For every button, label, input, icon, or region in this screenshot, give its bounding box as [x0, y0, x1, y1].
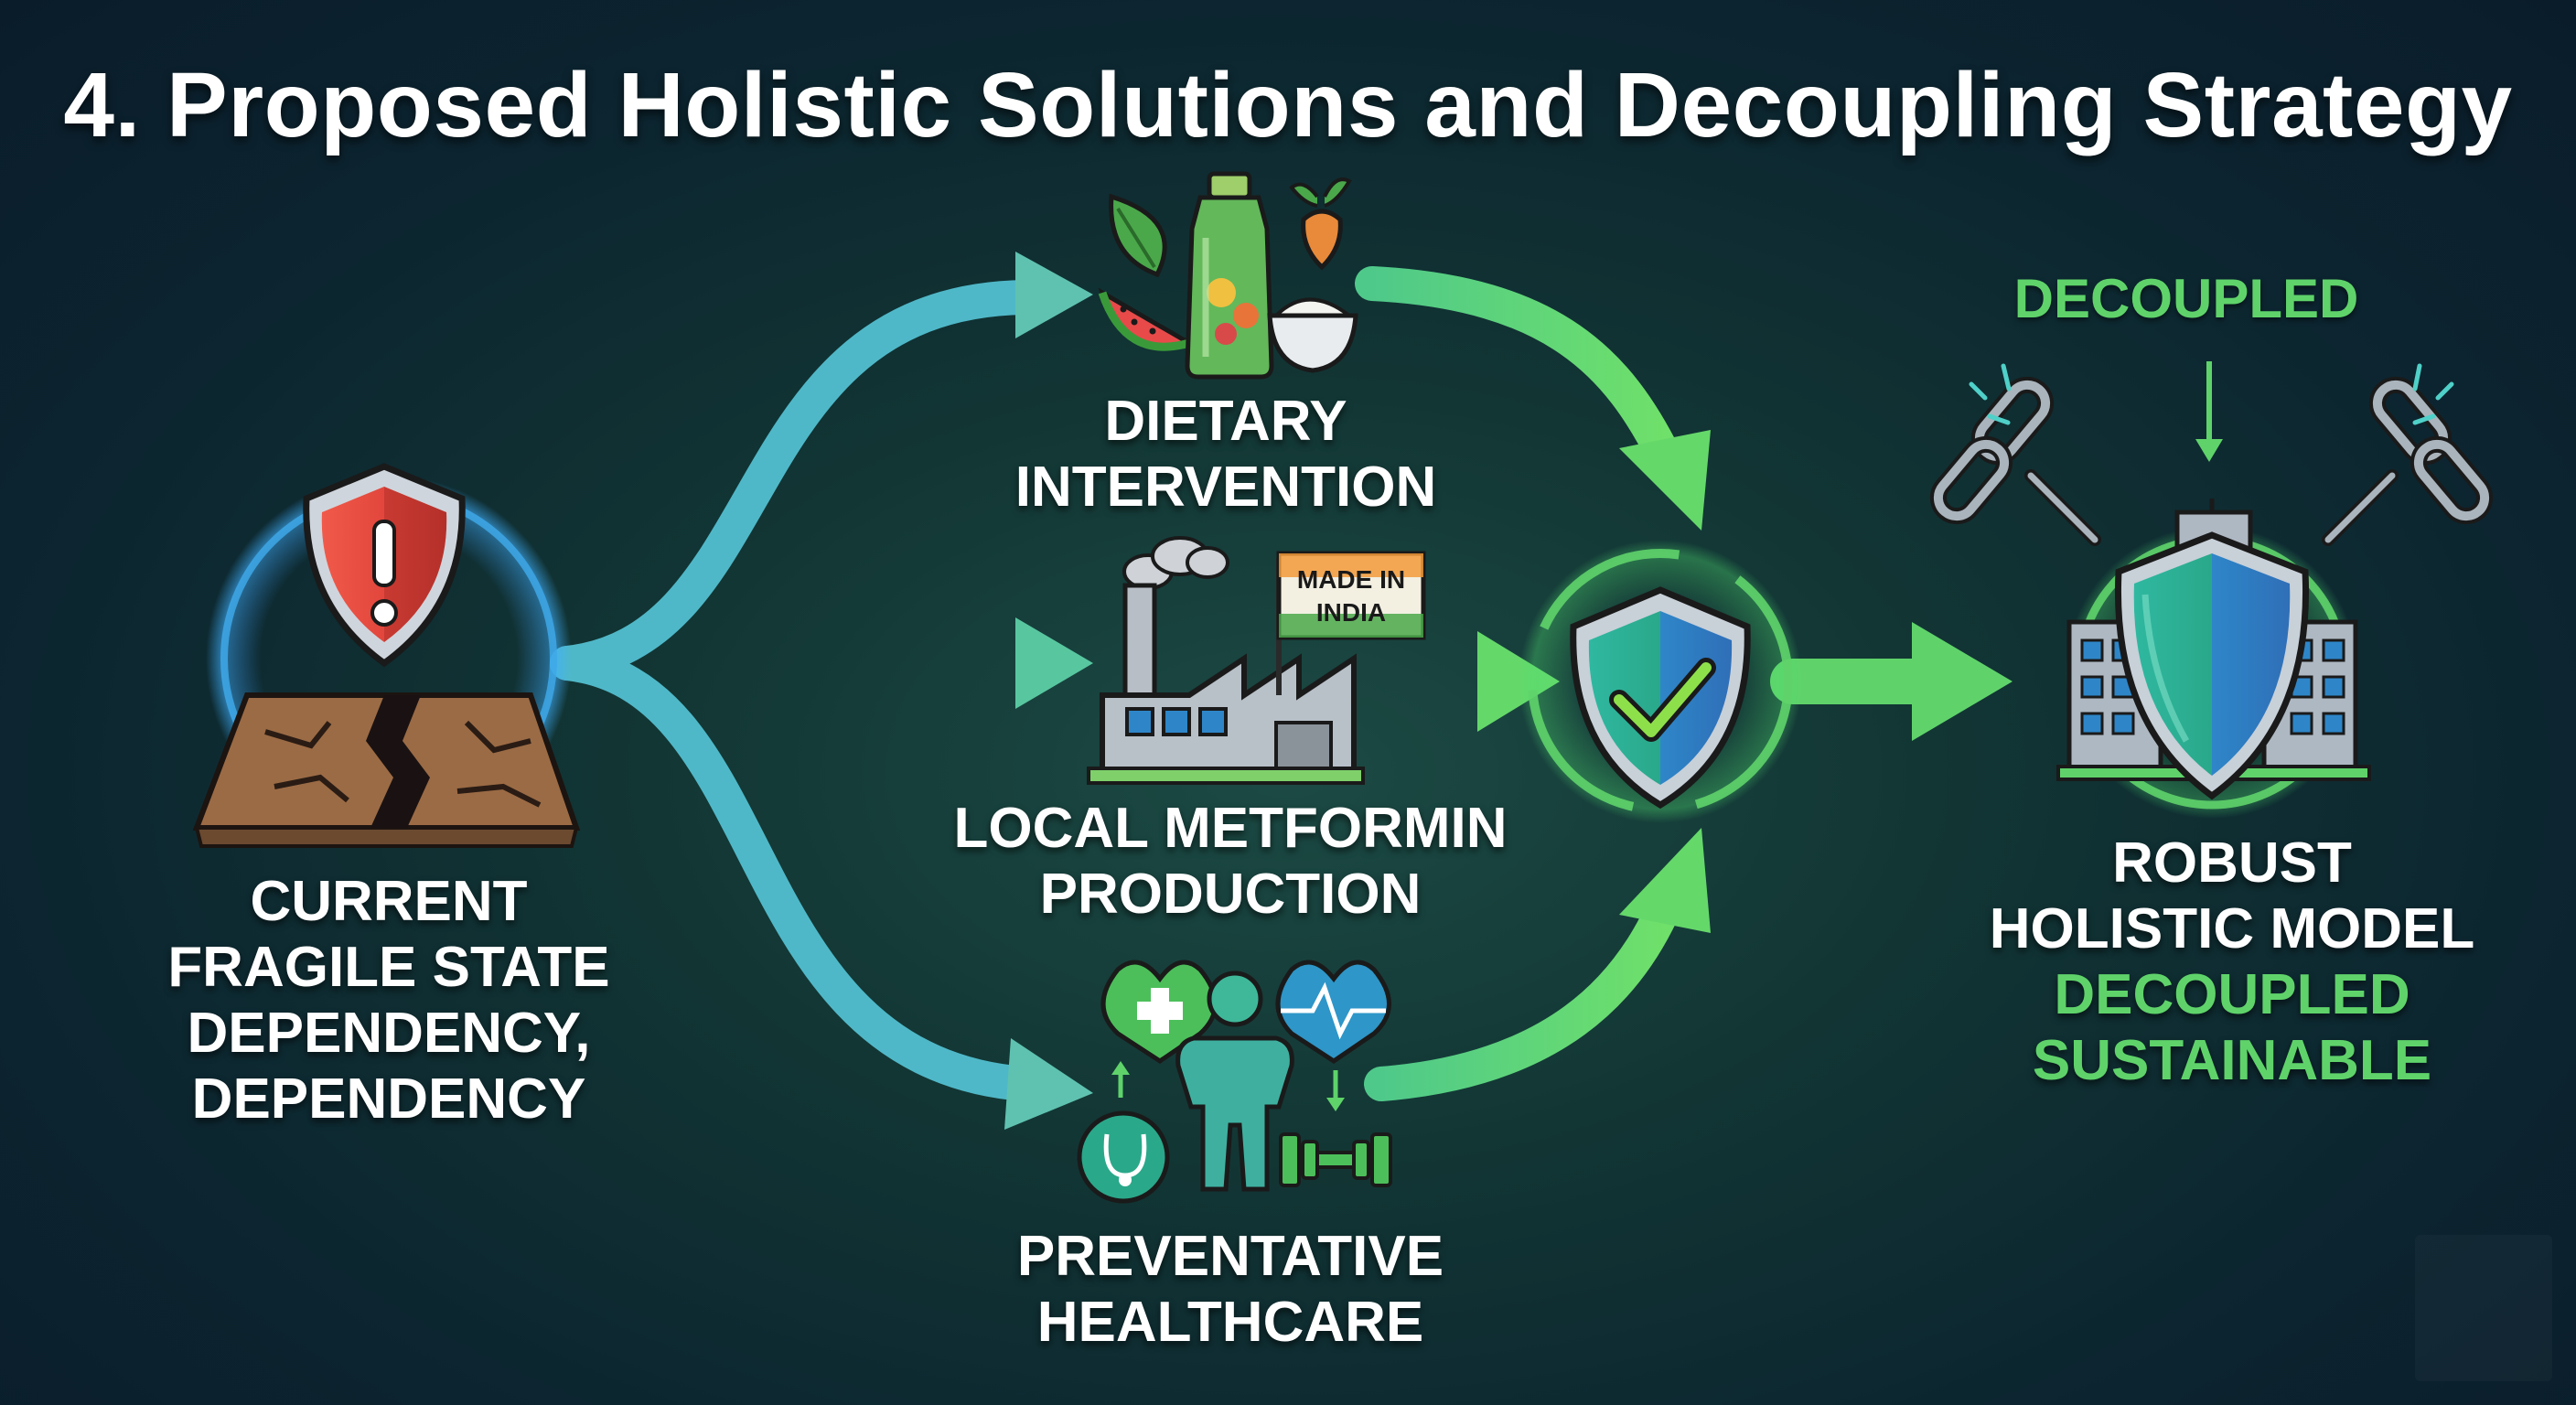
- right-node-line-1: ROBUST: [2112, 831, 2352, 895]
- cracked-ground-icon: [192, 692, 581, 848]
- arrow-head-upper: [1015, 252, 1093, 338]
- dietary-line-1: DIETARY: [1104, 390, 1347, 453]
- dumbbell-icon: [1279, 1132, 1392, 1187]
- branch-arrow-lower: [550, 646, 1042, 1101]
- heart-pulse-icon: [1275, 960, 1391, 1065]
- corner-watermark: [2415, 1235, 2552, 1381]
- left-node-line-4: DEPENDENCY: [191, 1067, 586, 1131]
- right-node-line-2: HOLISTIC MODEL: [1989, 897, 2475, 960]
- right-node-line-4: SUSTAINABLE: [2032, 1029, 2432, 1092]
- leaf-icon: [1109, 193, 1167, 278]
- arrow-head-lower: [1004, 1038, 1093, 1130]
- arrow-head-converge-upper: [1619, 430, 1711, 531]
- arrow-head-middle: [1015, 617, 1093, 709]
- vegetable-icon: [1289, 177, 1352, 271]
- page-title: 4. Proposed Holistic Solutions and Decou…: [63, 54, 2513, 156]
- juice-bottle-icon: [1185, 171, 1274, 380]
- arrow-head-converge-lower: [1619, 828, 1711, 933]
- healthcare-line-2: HEALTHCARE: [1036, 1291, 1424, 1354]
- rice-bowl-icon: [1267, 297, 1358, 373]
- smoke-icon: [1122, 536, 1229, 590]
- left-node-line-3: DEPENDENCY,: [187, 1002, 591, 1065]
- metformin-line-2: PRODUCTION: [1039, 863, 1422, 926]
- dietary-label: DIETARY INTERVENTION: [961, 389, 1491, 520]
- watermelon-icon: [1098, 287, 1196, 351]
- shield-building-icon: [2114, 531, 2310, 800]
- right-node-line-3: DECOUPLED: [2054, 963, 2410, 1026]
- left-node-line-1: CURRENT: [250, 870, 528, 933]
- metformin-line-1: LOCAL METFORMIN: [953, 797, 1508, 860]
- decoupled-top-label: DECOUPLED: [2013, 268, 2359, 329]
- arrow-head-output: [1912, 622, 2012, 741]
- right-node: [1929, 361, 2494, 819]
- left-node: [192, 463, 581, 848]
- healthcare-icon: [1077, 960, 1392, 1204]
- sign-line-1: MADE IN: [1297, 565, 1405, 594]
- metformin-label: LOCAL METFORMIN PRODUCTION: [915, 796, 1546, 928]
- factory-icon: MADE IN INDIA: [1087, 536, 1426, 785]
- shield-check-icon: [1570, 586, 1751, 810]
- warning-shield-icon: [303, 463, 466, 668]
- right-node-label: ROBUST HOLISTIC MODEL DECOUPLED SUSTAINA…: [1930, 831, 2534, 1094]
- stethoscope-icon: [1077, 1110, 1170, 1204]
- converge-arrow-upper: [1355, 266, 1682, 475]
- dietary-line-2: INTERVENTION: [1014, 456, 1437, 519]
- heart-plus-icon: [1100, 960, 1218, 1065]
- broken-chain-icon-right: [2322, 363, 2494, 546]
- flow-arrows: [529, 266, 1962, 1101]
- center-ring: [1528, 549, 1793, 814]
- made-in-india-sign: MADE IN INDIA: [1276, 551, 1426, 640]
- healthcare-line-1: PREVENTATIVE: [1016, 1225, 1444, 1288]
- converge-arrow-lower: [1364, 888, 1682, 1101]
- branch-arrow-upper: [550, 280, 1042, 681]
- person-icon: [1175, 971, 1294, 1192]
- left-node-line-2: FRAGILE STATE: [167, 936, 610, 999]
- broken-chain-icon: [1929, 363, 2101, 546]
- dietary-icon: [1098, 171, 1358, 380]
- healthcare-label: PREVENTATIVE HEALTHCARE: [961, 1224, 1500, 1356]
- left-node-label: CURRENT FRAGILE STATE DEPENDENCY, DEPEND…: [128, 869, 649, 1132]
- sign-line-2: INDIA: [1316, 598, 1386, 627]
- center-shield-node: [1519, 540, 1802, 823]
